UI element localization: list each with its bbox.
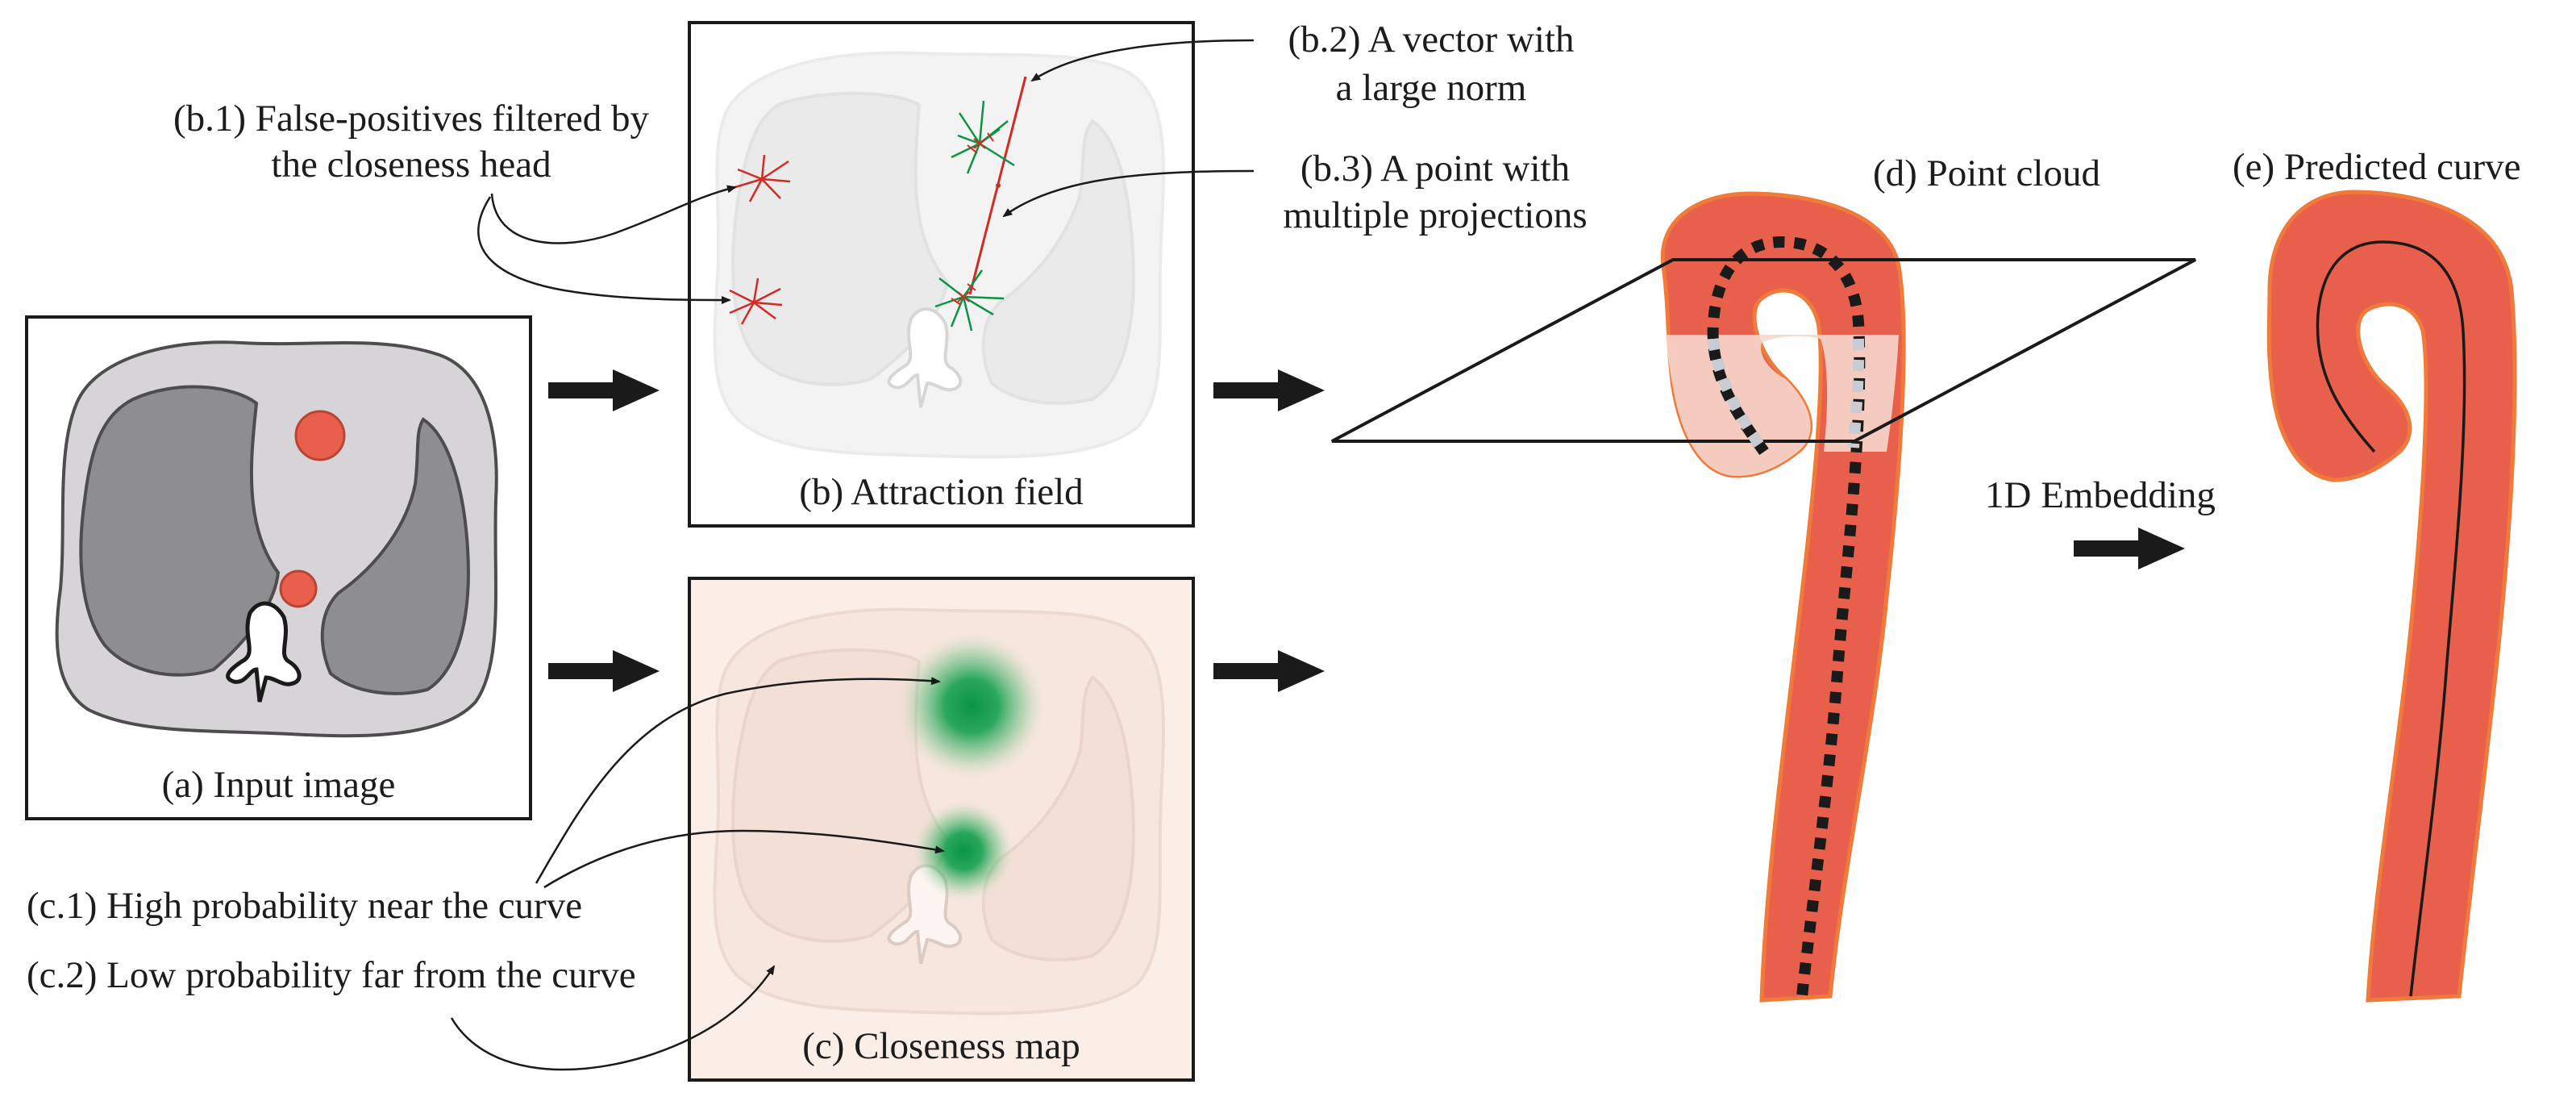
panel-c-caption: (c) Closeness map: [802, 1025, 1080, 1067]
panel-e-predicted-curve: [2266, 190, 2517, 1003]
panel-b-caption: (b) Attraction field: [799, 471, 1084, 513]
arrow-b-to-d: [1213, 369, 1325, 411]
green-vector-cluster-upper: [951, 100, 1015, 174]
embedding-label: 1D Embedding: [1985, 474, 2216, 516]
predicted-centerline: [2316, 240, 2466, 997]
annotation-connectors: [450, 39, 1255, 1071]
annotation-b3-line2: multiple projections: [1283, 194, 1588, 236]
connector-b1-lower: [477, 196, 731, 304]
connector-c2: [450, 965, 776, 1071]
slicing-plane: [1331, 258, 2196, 443]
high-probability-blob-upper: [895, 629, 1048, 782]
connector-b1-upper: [490, 185, 737, 244]
panel-b-attraction-field: [688, 21, 1195, 528]
ct-vertebra: [226, 601, 302, 703]
pipeline-arrows: [548, 369, 2185, 692]
point-cloud-centerline: [1707, 236, 1866, 997]
false-positive-cluster-lower: [729, 277, 783, 325]
annotation-c2: (c.2) Low probability far from the curve: [27, 954, 636, 996]
ct-aorta-cross-section-lower: [279, 569, 318, 608]
aorta-tube-e: [2266, 190, 2517, 1003]
panel-a-caption: (a) Input image: [161, 764, 396, 806]
high-probability-blob-lower: [911, 799, 1016, 903]
connector-c1-lower: [543, 829, 945, 889]
panel-a-input-image: [25, 315, 532, 820]
annotation-b1-line1: (b.1) False-positives filtered by: [173, 98, 649, 140]
point-cloud-centerline-hidden: [1708, 338, 1865, 456]
ct-left-lung: [79, 385, 281, 677]
annotation-b1-line2: the closeness head: [271, 144, 551, 186]
annotation-c1: (c.1) High probability near the curve: [27, 885, 583, 927]
arrow-c-to-d: [1213, 650, 1325, 692]
connector-b3: [1002, 169, 1255, 218]
arrow-a-to-b: [548, 369, 660, 411]
connector-b2: [1030, 39, 1255, 82]
connector-c1-upper: [535, 677, 941, 884]
arrow-embedding: [2074, 528, 2185, 569]
ct-aorta-cross-section-upper: [294, 410, 346, 461]
red-points-upper: [967, 132, 994, 154]
panel-c-closeness-map: [688, 577, 1195, 1082]
annotation-b2-line2: a large norm: [1335, 67, 1527, 109]
annotation-b3-line1: (b.3) A point with: [1300, 148, 1571, 190]
red-points-lower: [951, 283, 976, 306]
false-positive-cluster-upper: [735, 154, 791, 202]
panel-b-frame: [688, 21, 1195, 528]
ct-right-lung: [320, 417, 470, 695]
panel-e-caption: (e) Predicted curve: [2233, 146, 2521, 188]
aorta-tube-d: [1660, 191, 1906, 1003]
faded-ct-slice-b: [713, 51, 1166, 459]
multi-projection-point: [996, 183, 1001, 188]
panel-d-point-cloud: [1331, 191, 2196, 1003]
panel-d-caption: (d) Point cloud: [1873, 152, 2100, 194]
arrow-a-to-c: [548, 650, 660, 692]
annotation-b2-line1: (b.2) A vector with: [1288, 19, 1575, 60]
